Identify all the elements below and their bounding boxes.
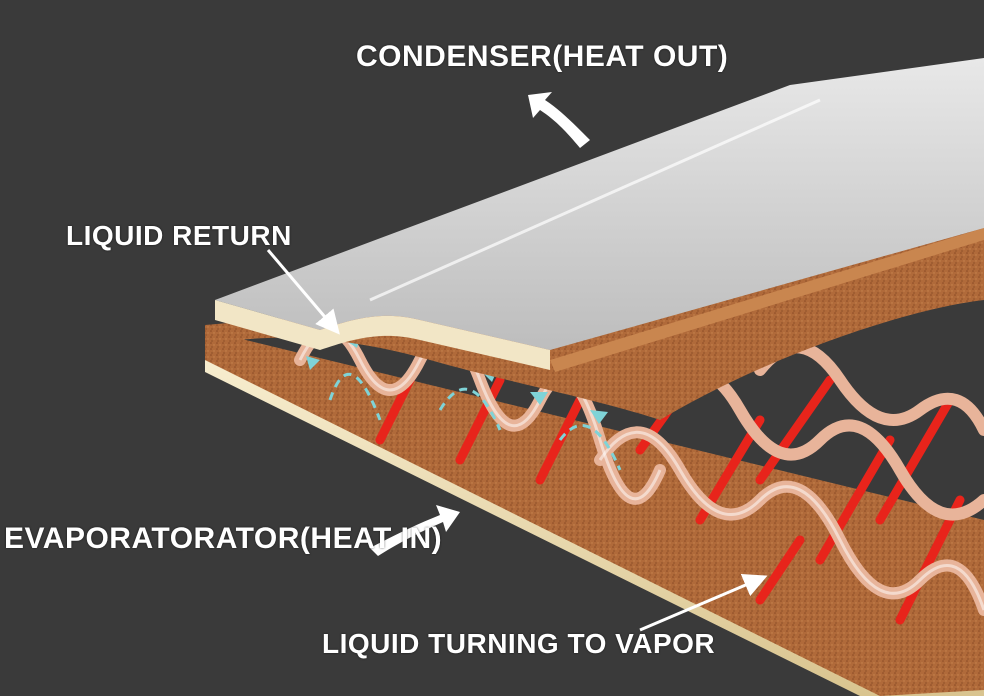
liquid-return-label: LIQUID RETURN [66, 220, 292, 251]
vapor-pointer [639, 574, 768, 632]
evaporator-arrow-icon [370, 505, 460, 556]
upper-wick-edge [550, 228, 984, 372]
top-plate-ridge [369, 98, 821, 302]
condenser-arrow-icon [528, 92, 590, 148]
vapor-label: LIQUID TURNING TO VAPOR [322, 628, 716, 659]
liquid-flow-lines [328, 372, 622, 471]
wave-highlight [298, 328, 984, 611]
evaporator-label: EVAPORATORATOR(HEAT IN) [4, 522, 443, 555]
liquid-return-pointer [266, 249, 340, 335]
condenser-label: CONDENSER(HEAT OUT) [356, 40, 729, 73]
lower-wick [205, 330, 984, 696]
top-plate [215, 58, 984, 350]
top-plate-front [215, 300, 550, 370]
